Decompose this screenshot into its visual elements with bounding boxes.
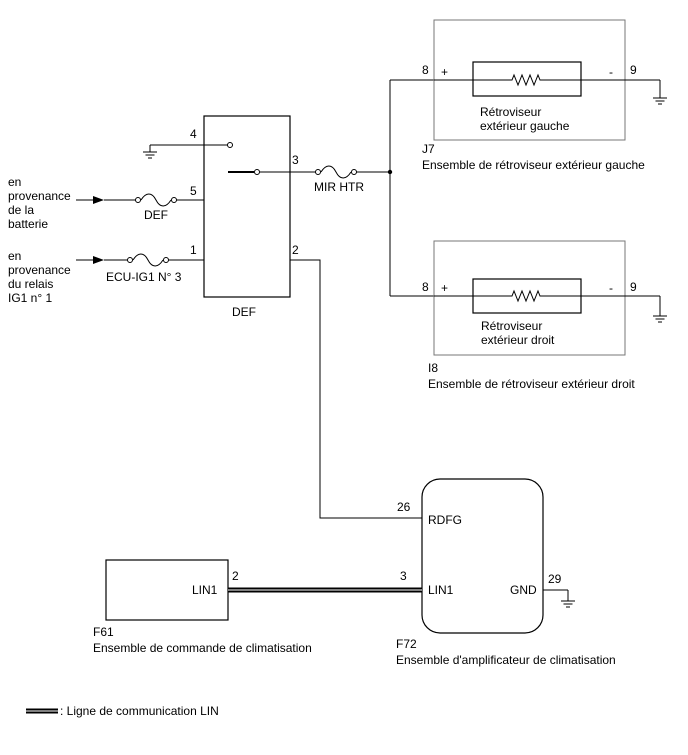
left-mirror-minus: - <box>609 65 613 79</box>
lin-legend-label: : Ligne de communication LIN <box>60 704 219 718</box>
relay-source-label: en provenance du relais IG1 n° 1 <box>8 249 71 305</box>
svg-text:en: en <box>8 175 21 189</box>
right-mirror-pin-8: 8 <box>422 280 429 294</box>
svg-text:provenance: provenance <box>8 189 71 203</box>
amplifier-name: Ensemble d'amplificateur de climatisatio… <box>396 653 616 667</box>
relay-name: DEF <box>232 305 256 319</box>
svg-text:en: en <box>8 249 21 263</box>
amplifier-box <box>421 478 544 634</box>
mir-htr-fuse-wire <box>260 79 434 297</box>
left-mirror-plus: + <box>441 65 448 79</box>
left-mirror-name: Ensemble de rétroviseur extérieur gauche <box>422 158 645 172</box>
mir-htr-fuse-label: MIR HTR <box>314 180 364 194</box>
ecu-ig1-fuse-label: ECU-IG1 N° 3 <box>106 270 182 284</box>
amplifier-rdfg-label: RDFG <box>428 513 462 527</box>
right-mirror-minus: - <box>609 281 613 295</box>
relay-pin-5: 5 <box>190 184 197 198</box>
battery-arrow-icon <box>76 196 104 204</box>
amplifier-code: F72 <box>396 637 417 651</box>
def-relay-box <box>203 115 291 298</box>
amplifier-rdfg-pin: 26 <box>397 500 411 514</box>
control-code: F61 <box>93 625 114 639</box>
rdfg-wire <box>290 259 422 519</box>
relay-pin-1: 1 <box>190 243 197 257</box>
right-mirror-plus: + <box>441 281 448 295</box>
control-lin-label: LIN1 <box>192 583 218 597</box>
left-mirror-heater-icon <box>434 61 667 105</box>
left-mirror-heater-label-2: extérieur gauche <box>480 119 570 133</box>
svg-text:provenance: provenance <box>8 263 71 277</box>
relay-switch <box>228 169 260 175</box>
right-mirror-heater-label-2: extérieur droit <box>481 333 555 347</box>
svg-text:de la: de la <box>8 203 34 217</box>
amplifier-ground-icon <box>543 589 575 608</box>
amplifier-gnd-pin: 29 <box>548 572 562 586</box>
amplifier-gnd-label: GND <box>510 583 537 597</box>
left-mirror-heater-label: Rétroviseur <box>480 105 541 119</box>
control-name: Ensemble de commande de climatisation <box>93 641 312 655</box>
right-mirror-pin-9: 9 <box>630 280 637 294</box>
battery-source-label: en provenance de la batterie <box>8 175 71 231</box>
right-mirror-code: I8 <box>428 361 438 375</box>
left-mirror-code: J7 <box>422 142 435 156</box>
right-mirror-heater-label: Rétroviseur <box>481 319 542 333</box>
right-mirror-heater-icon <box>434 278 667 323</box>
control-lin-pin: 2 <box>232 569 239 583</box>
relay-pin-3: 3 <box>292 153 299 167</box>
amplifier-lin-pin: 3 <box>400 569 407 583</box>
amplifier-lin-label: LIN1 <box>428 583 454 597</box>
svg-text:IG1 n° 1: IG1 n° 1 <box>8 291 52 305</box>
left-mirror-pin-9: 9 <box>630 63 637 77</box>
def-fuse-label: DEF <box>144 208 168 222</box>
relay-arrow-icon <box>76 256 104 264</box>
svg-text:du relais: du relais <box>8 277 53 291</box>
control-box <box>105 559 229 621</box>
right-mirror-name: Ensemble de rétroviseur extérieur droit <box>428 377 635 391</box>
relay-pin-2: 2 <box>292 243 299 257</box>
relay-ground-icon <box>143 142 233 159</box>
relay-pin-4: 4 <box>190 127 197 141</box>
svg-text:batterie: batterie <box>8 217 48 231</box>
left-mirror-pin-8: 8 <box>422 63 429 77</box>
